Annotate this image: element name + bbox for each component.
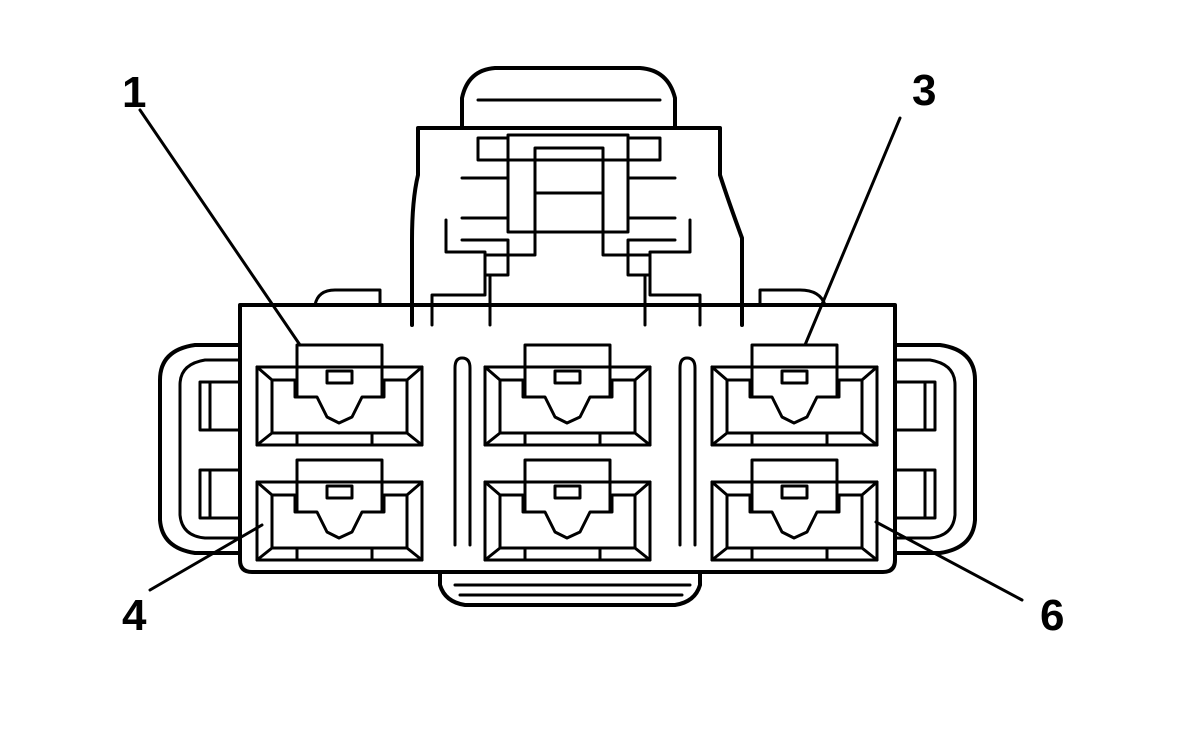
terminal-cavity-5 xyxy=(483,458,652,562)
leader-line-3 xyxy=(803,116,902,347)
callout-3: 3 xyxy=(912,66,936,115)
leader-line-6 xyxy=(874,520,1024,602)
housing-body xyxy=(238,303,897,574)
terminal-cavity-1 xyxy=(255,343,424,447)
right-side-latch xyxy=(893,343,977,555)
bottom-rib xyxy=(438,570,702,607)
callout-4: 4 xyxy=(122,591,147,640)
leader-line-1 xyxy=(138,108,302,347)
terminal-cavity-3 xyxy=(710,343,879,447)
leader-line-4 xyxy=(148,523,264,592)
latch-tower xyxy=(313,66,827,327)
callout-1: 1 xyxy=(122,68,146,117)
left-side-latch xyxy=(158,343,242,555)
callout-6: 6 xyxy=(1040,591,1064,640)
terminal-cavity-4 xyxy=(255,458,424,562)
terminal-cavity-2 xyxy=(483,343,652,447)
terminal-cavity-6 xyxy=(710,458,879,562)
